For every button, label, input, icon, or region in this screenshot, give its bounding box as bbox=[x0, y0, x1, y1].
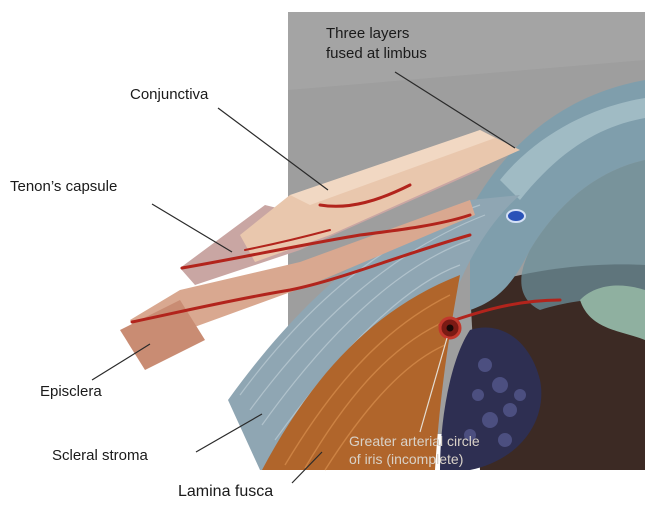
label-episclera: Episclera bbox=[40, 383, 102, 401]
label-three-layers-line1: Three layers bbox=[326, 25, 409, 43]
label-greater-circle-line2: of iris (incomplete) bbox=[349, 451, 463, 468]
label-three-layers-line2: fused at limbus bbox=[326, 45, 427, 63]
label-scleral-stroma: Scleral stroma bbox=[52, 447, 148, 465]
label-tenons-capsule: Tenon’s capsule bbox=[10, 178, 117, 196]
limbal-vessel bbox=[507, 210, 525, 222]
label-lamina-fusca: Lamina fusca bbox=[178, 483, 273, 501]
label-greater-circle-line1: Greater arterial circle bbox=[349, 433, 480, 450]
greater-arterial-circle-lumen bbox=[447, 325, 454, 332]
leader-tenons-capsule bbox=[152, 204, 232, 252]
label-conjunctiva: Conjunctiva bbox=[130, 86, 208, 104]
